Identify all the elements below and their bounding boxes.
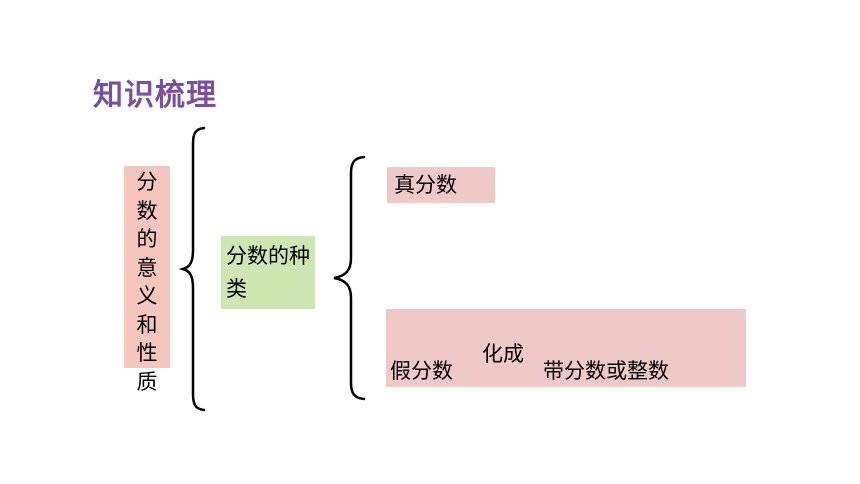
- improper-fraction-label: 假分数: [390, 359, 453, 383]
- proper-fraction-box: 真分数: [387, 167, 495, 203]
- page-title: 知识梳理: [93, 78, 217, 113]
- outer-brace: [178, 126, 206, 412]
- category-label: 分数的种类: [226, 244, 310, 301]
- convert-result-label: 带分数或整数: [543, 359, 669, 383]
- topic-label: 分数的意义和性质: [136, 170, 158, 394]
- category-box: 分数的种类: [221, 236, 315, 309]
- improper-fraction-box: [386, 309, 746, 387]
- convert-label: 化成: [482, 342, 524, 366]
- proper-fraction-label: 真分数: [394, 173, 457, 197]
- topic-box: 分数的意义和性质: [124, 166, 170, 394]
- inner-brace: [333, 155, 366, 401]
